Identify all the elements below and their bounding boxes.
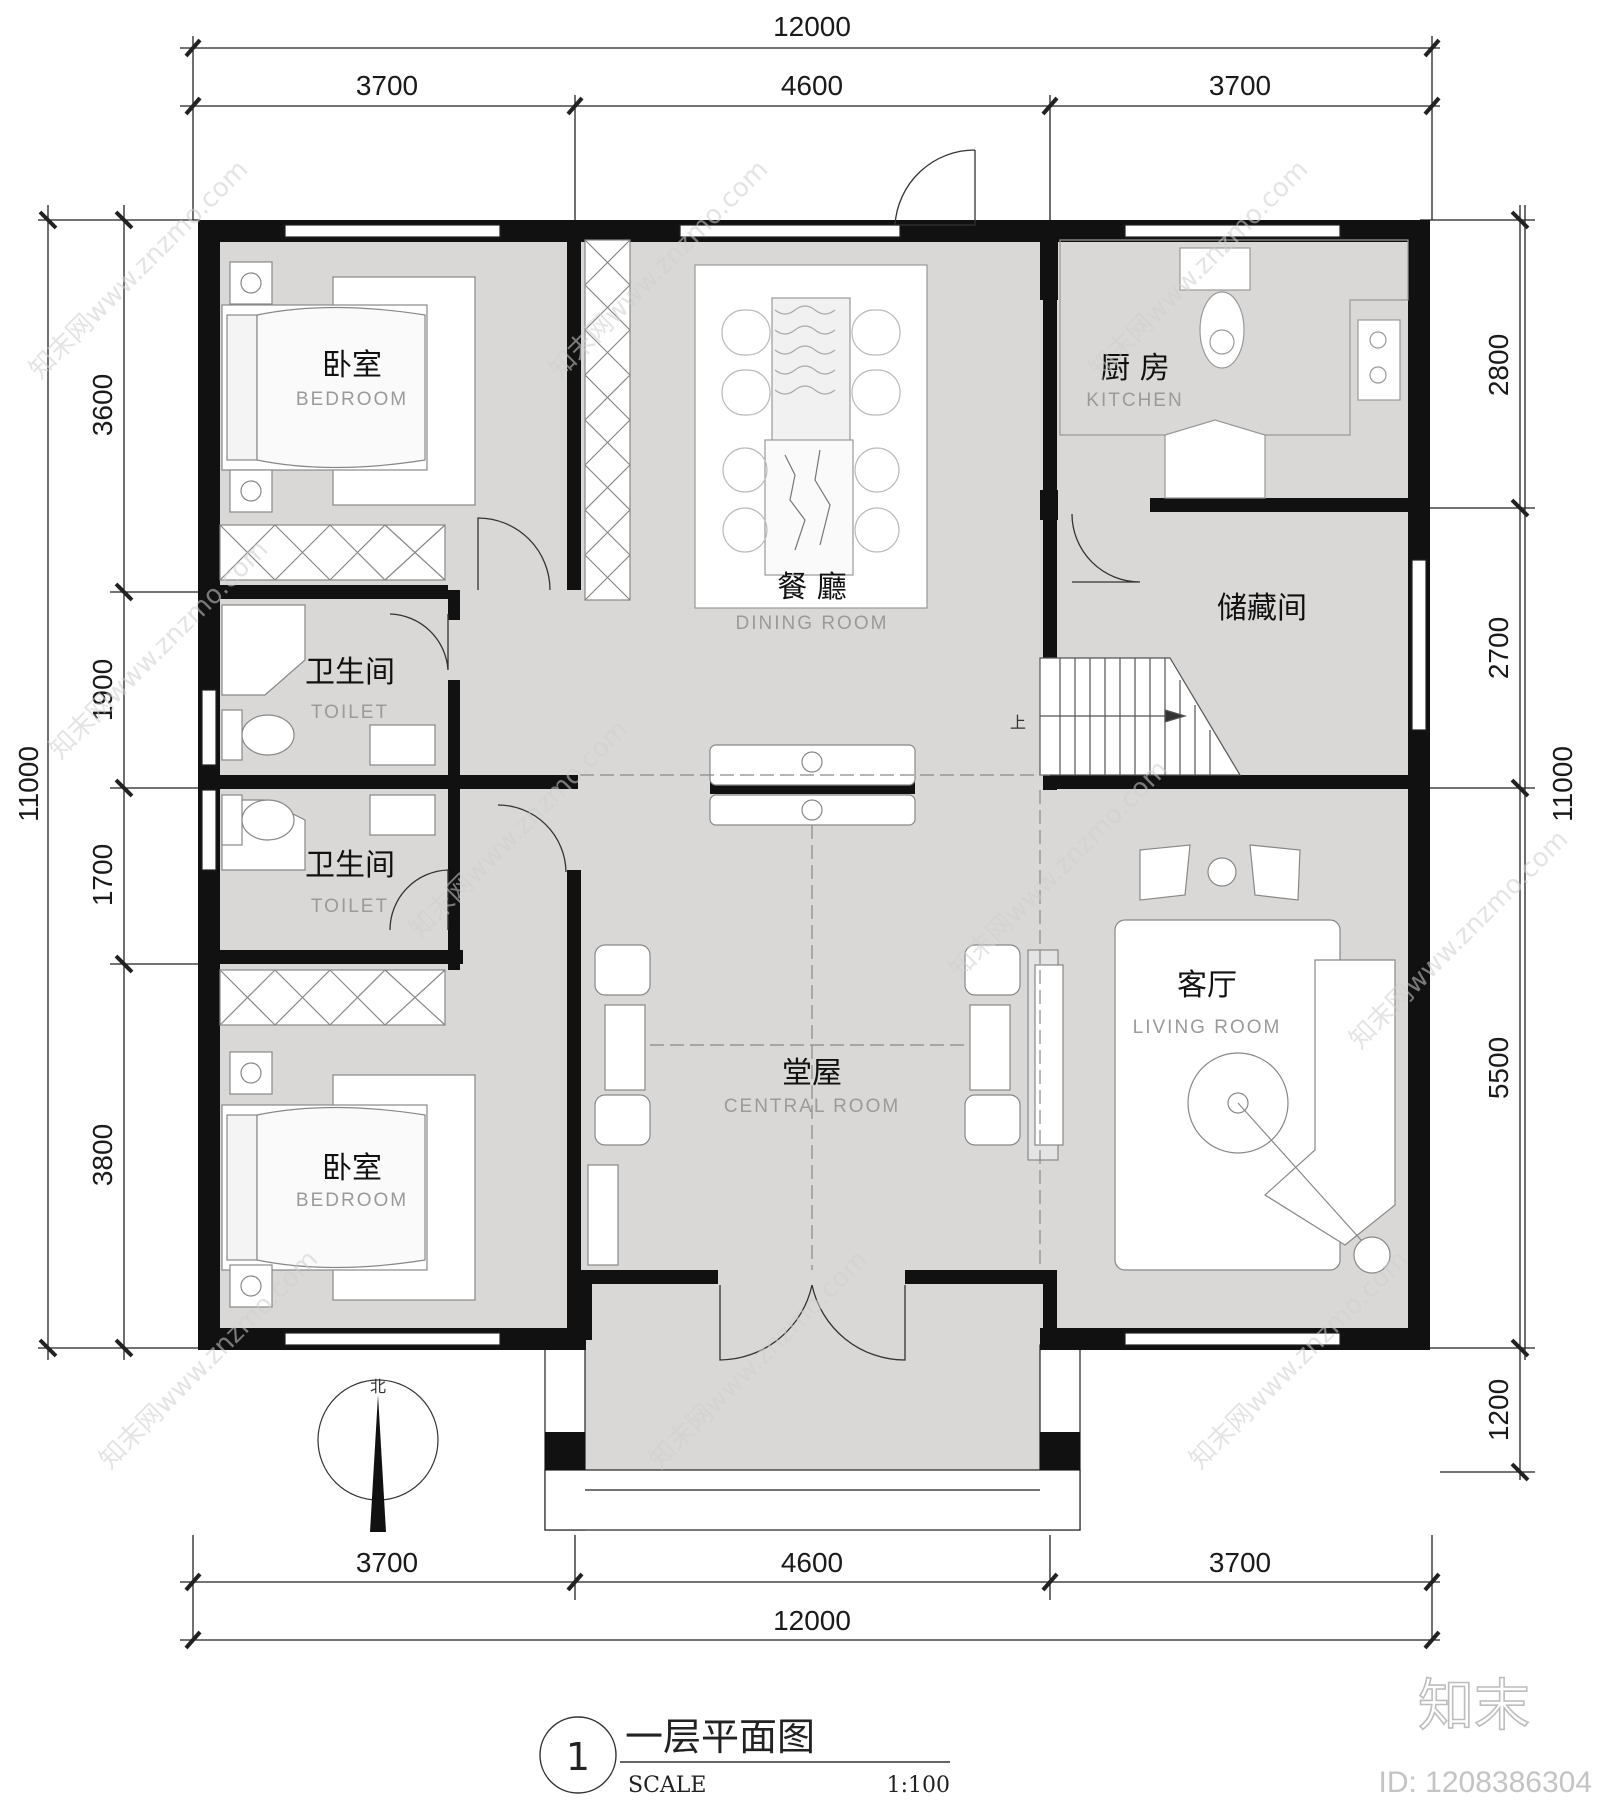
plan-title: 一层平面图 — [625, 1715, 815, 1759]
kitchen-label: 厨 房 — [1100, 351, 1170, 386]
brand-logo: 知末 — [1418, 1674, 1530, 1739]
dim-right-seg-2: 2700 — [1483, 617, 1514, 679]
dim-top-seg-2: 4600 — [781, 70, 843, 101]
kitchen-counter — [1059, 239, 1409, 499]
dim-bottom-seg-2: 4600 — [781, 1547, 843, 1578]
scale-value: 1:100 — [887, 1773, 950, 1798]
dining-label-en: DINING ROOM — [736, 613, 889, 634]
dim-left-seg-4: 3800 — [87, 1124, 118, 1186]
bed-bottom — [221, 1051, 476, 1308]
central-axis-lines — [580, 774, 1050, 1270]
dim-right-seg-1: 2800 — [1483, 334, 1514, 396]
stairs — [1039, 657, 1242, 776]
dim-left-total: 11000 — [13, 746, 44, 822]
title-number: 1 — [566, 1735, 590, 1779]
bedroom-bottom-label-en: BEDROOM — [296, 1190, 408, 1211]
windows — [201, 224, 1427, 1346]
toilet-bottom-label-en: TOILET — [311, 896, 389, 917]
dim-bottom-total: 12000 — [773, 1605, 851, 1636]
north-arrow-icon — [317, 1379, 439, 1532]
doors — [389, 149, 1141, 1361]
wardrobe-bottom — [219, 969, 446, 1026]
dim-left-seg-2: 1900 — [87, 659, 118, 721]
bedroom-top-label: 卧室 — [322, 348, 382, 383]
dining-label: 餐 廳 — [777, 570, 847, 605]
kitchen-label-en: KITCHEN — [1086, 390, 1183, 411]
storage-label: 储藏间 — [1217, 591, 1307, 626]
dim-bottom-seg-3: 3700 — [1209, 1547, 1271, 1578]
toilet-bottom-label: 卫生间 — [305, 848, 395, 883]
dim-right-total: 11000 — [1547, 746, 1578, 822]
scale-label: SCALE — [628, 1773, 706, 1798]
dim-right-seg-4: 1200 — [1483, 1379, 1514, 1441]
image-id: ID: 1208386304 — [1378, 1766, 1592, 1799]
stair-up-label: 上 — [1010, 713, 1026, 732]
dim-top-seg-1: 3700 — [356, 70, 418, 101]
living-room-label: 客厅 — [1177, 968, 1237, 1003]
bedroom-bottom-label: 卧室 — [322, 1151, 382, 1186]
toilet-top-label: 卫生间 — [305, 655, 395, 690]
toilet-top-label-en: TOILET — [311, 702, 389, 723]
central-room-label: 堂屋 — [782, 1056, 842, 1091]
living-room-furniture — [1114, 844, 1396, 1274]
dim-right-seg-3: 5500 — [1483, 1037, 1514, 1099]
central-room-furniture — [587, 744, 1064, 1266]
wardrobe-top — [219, 524, 446, 581]
toilet-fixtures — [221, 604, 436, 871]
dining-table — [694, 264, 928, 609]
porch-steps — [544, 1344, 1081, 1531]
dim-top-total: 12000 — [773, 11, 851, 42]
porch-columns — [545, 1432, 1080, 1470]
dim-left-seg-3: 1700 — [87, 844, 118, 906]
dim-left-seg-1: 3600 — [87, 374, 118, 436]
north-label: 北 — [370, 1377, 386, 1396]
dim-top-seg-3: 3700 — [1209, 70, 1271, 101]
bedroom-top-label-en: BEDROOM — [296, 389, 408, 410]
bed-top — [221, 261, 476, 513]
living-room-label-en: LIVING ROOM — [1133, 1017, 1282, 1038]
central-room-label-en: CENTRAL ROOM — [724, 1096, 900, 1117]
title-block — [539, 1716, 950, 1794]
dimension-lines — [38, 36, 1535, 1650]
dim-bottom-seg-1: 3700 — [356, 1547, 418, 1578]
dining-cabinet — [584, 239, 631, 601]
